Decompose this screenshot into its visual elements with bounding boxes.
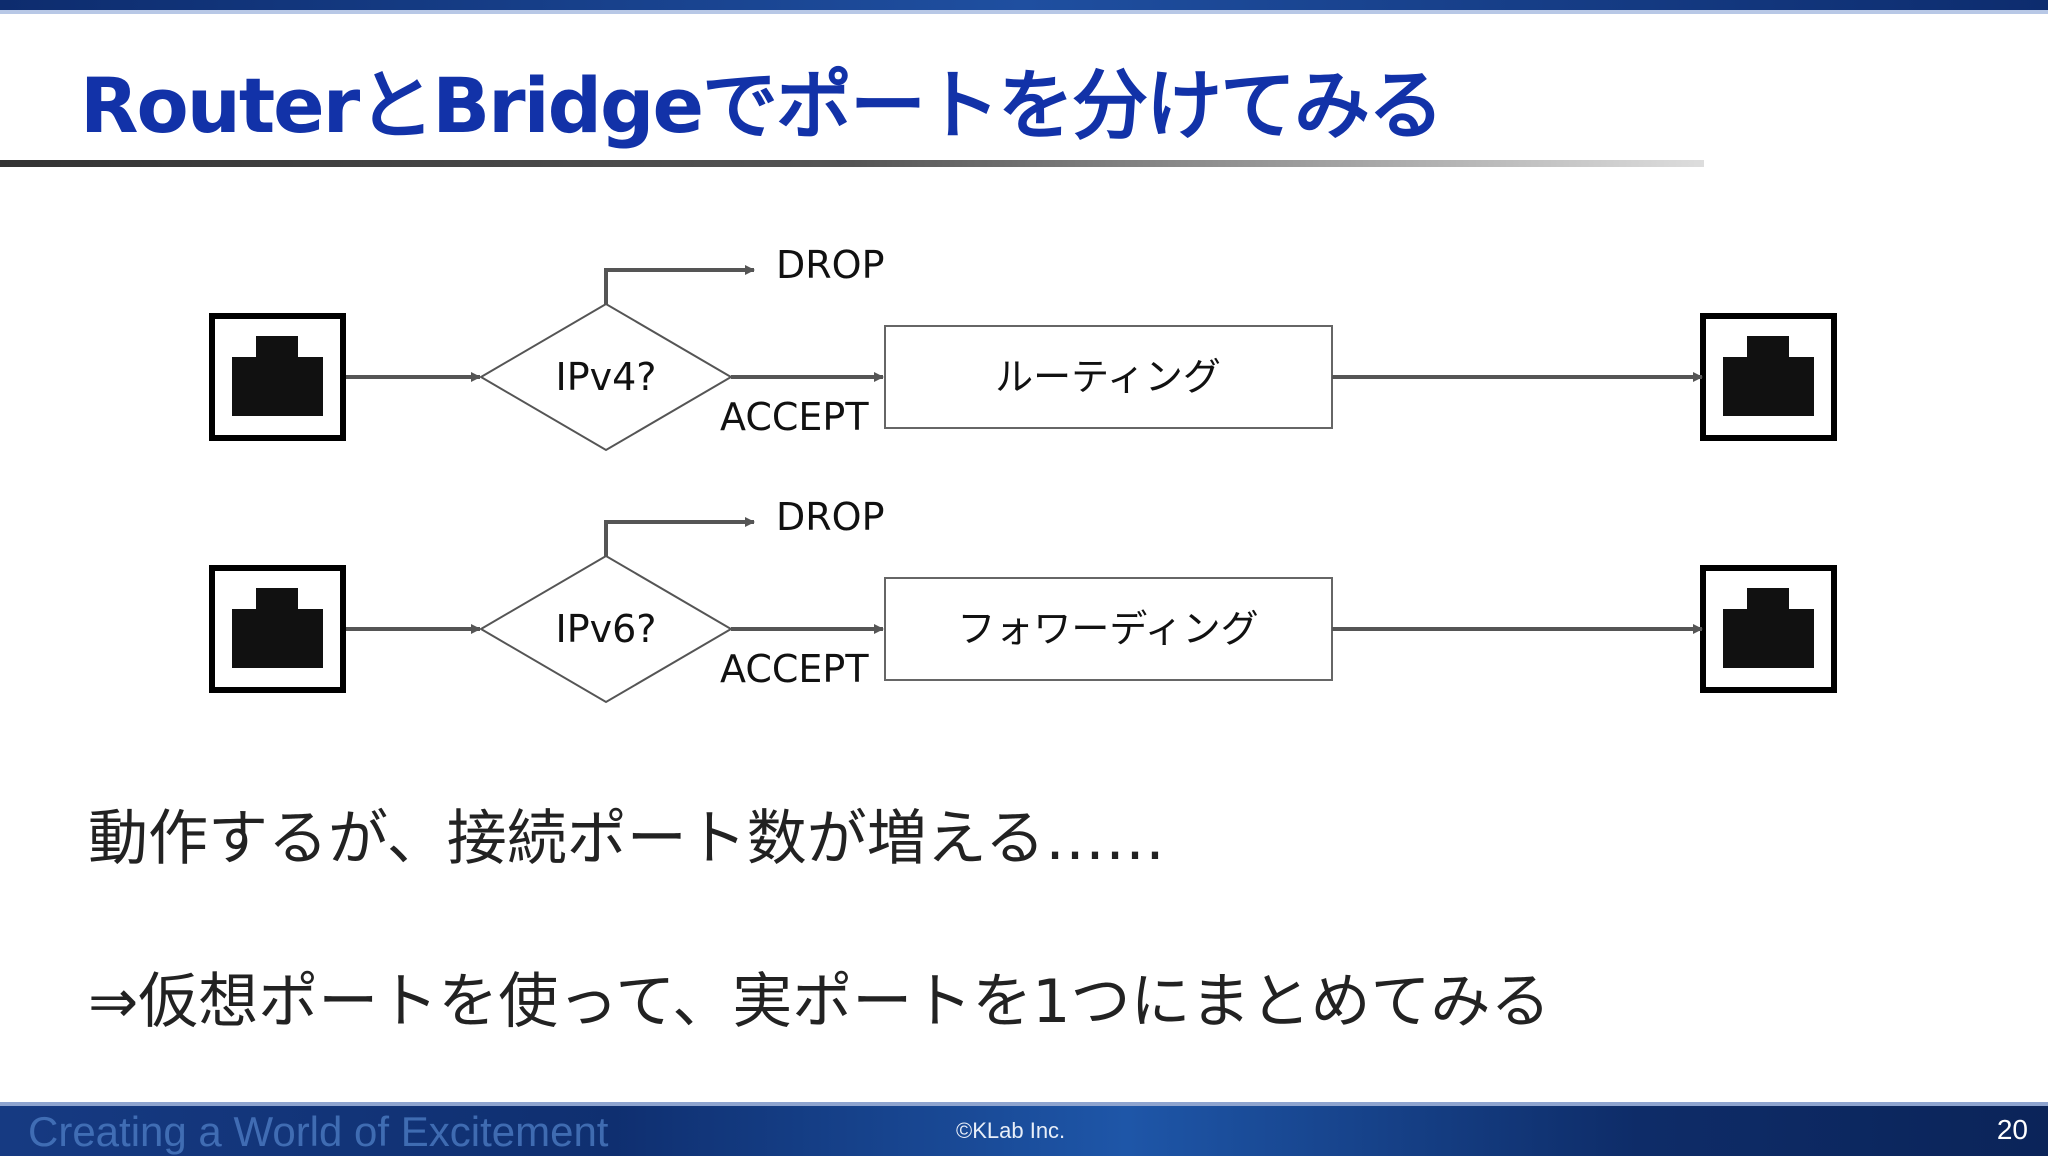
process-label: ルーティング [995, 355, 1221, 399]
footer-slogan: Creating a World of Excitement [28, 1108, 609, 1155]
body-text-line-2: ⇒仮想ポートを使って、実ポートを1つにまとめてみる [88, 967, 1551, 1037]
drop-label: DROP [776, 243, 885, 287]
port-tab [256, 588, 298, 610]
top-banner [0, 0, 2048, 10]
ethernet-port-icon-in [209, 565, 346, 693]
ethernet-port-icon-in [209, 313, 346, 441]
page-number: 20 [1996, 1114, 2028, 1145]
decision-label: IPv6? [556, 607, 657, 651]
port-body [1723, 609, 1814, 668]
arrow-drop [604, 265, 755, 304]
process-label: フォワーディング [957, 607, 1258, 651]
port-body [232, 609, 323, 668]
port-tab [1747, 588, 1789, 610]
arrow-drop [604, 517, 755, 556]
body-text-line-1: 動作するが、接続ポート数が増える…… [88, 804, 1165, 874]
port-tab [256, 336, 298, 358]
ethernet-port-icon-out [1700, 313, 1837, 441]
title-divider [0, 160, 1704, 167]
decision-label: IPv4? [556, 355, 657, 399]
ethernet-port-icon-out [1700, 565, 1837, 693]
slide-title: RouterとBridgeでポートを分けてみる [80, 61, 1444, 150]
copyright: ©KLab Inc. [956, 1118, 1066, 1143]
process-box [884, 325, 1333, 429]
accept-label: ACCEPT [720, 647, 869, 691]
process-box [884, 577, 1333, 681]
drop-label: DROP [776, 495, 885, 539]
top-banner-stripe [0, 10, 2048, 14]
footer-bar: Creating a World of Excitement ©KLab Inc… [0, 1102, 2048, 1156]
port-tab [1747, 336, 1789, 358]
port-body [232, 357, 323, 416]
port-body [1723, 357, 1814, 416]
accept-label: ACCEPT [720, 395, 869, 439]
